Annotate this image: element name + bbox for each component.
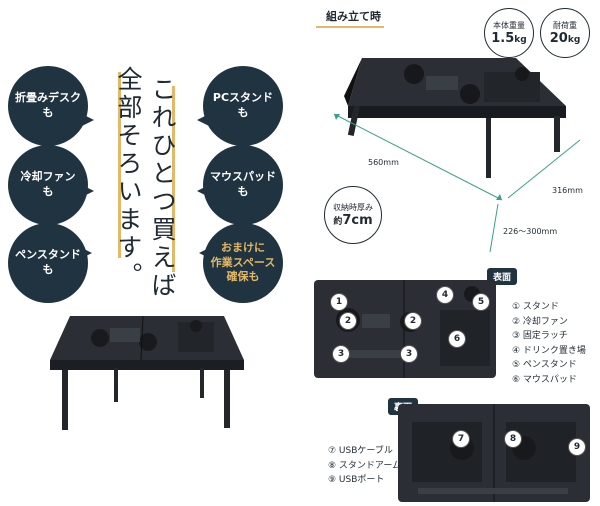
- load-unit: kg: [567, 35, 581, 45]
- top-badge-5: 5: [472, 293, 490, 311]
- top-view-tag: 表面: [487, 268, 518, 285]
- headline-column-1: これひとつ買えば: [148, 76, 177, 300]
- bubble-text: ペンスタンド: [15, 248, 81, 262]
- bubble-text: 冷却ファン: [20, 170, 76, 184]
- load-badge: 耐荷重 20kg: [540, 8, 590, 58]
- dim-depth: 316mm: [552, 186, 583, 195]
- table-photo-assembled: [333, 58, 581, 253]
- bubble-text: も: [237, 106, 249, 119]
- bubble-text: も: [237, 185, 249, 198]
- legend-item: ② 冷却ファン: [512, 316, 568, 327]
- load-value-wrap: 20kg: [550, 31, 581, 46]
- weight-unit: kg: [514, 35, 527, 45]
- bubble-text: PCスタンド: [212, 91, 274, 105]
- bubble-mouse-pad: マウスパッド も: [197, 145, 283, 225]
- load-label: 耐荷重: [553, 21, 577, 30]
- top-legend: ① スタンド ② 冷却ファン ③ 固定ラッチ ④ ドリンク置き場 ⑤ ペンスタン…: [512, 300, 586, 387]
- weight-value-wrap: 1.5kg: [491, 31, 526, 46]
- headline-column-2: 全部そろいます。: [114, 66, 143, 290]
- dim-width: 560mm: [368, 158, 399, 167]
- bubble-text: おまけに: [221, 240, 265, 254]
- bottom-badge-9: 9: [568, 438, 586, 456]
- bubble-text: マウスパッド: [210, 170, 276, 184]
- storage-label: 収納時厚み: [333, 203, 373, 212]
- table-bottom-view: [398, 404, 590, 502]
- top-badge-2: 2: [339, 312, 357, 330]
- top-badge-3b: 3: [400, 345, 418, 363]
- top-badge-6: 6: [448, 330, 466, 348]
- top-badge-1: 1: [330, 293, 348, 311]
- legend-item: ④ ドリンク置き場: [512, 345, 586, 356]
- bubble-cooling-fan: 冷却ファン も: [8, 145, 94, 225]
- storage-value: 7cm: [342, 213, 373, 228]
- weight-badge: 本体重量 1.5kg: [484, 8, 534, 58]
- assembled-title: 組み立て時: [326, 10, 381, 23]
- bubble-text: も: [42, 185, 54, 198]
- legend-item: ⑤ ペンスタンド: [512, 360, 577, 370]
- bottom-legend: ⑦ USBケーブル ⑧ スタンドアーム ⑨ USBポート: [328, 444, 401, 488]
- bottom-badge-8: 8: [504, 430, 522, 448]
- bubble-text: 確保も: [226, 270, 260, 284]
- legend-item: ⑥ マウスパッド: [512, 374, 577, 385]
- legend-item: ⑦ USBケーブル: [328, 446, 393, 456]
- headline-rule: [118, 72, 121, 258]
- legend-item: ⑨ USBポート: [328, 475, 385, 485]
- storage-value-wrap: 約7cm: [333, 213, 372, 228]
- legend-item: ③ 固定ラッチ: [512, 331, 568, 341]
- storage-thickness-badge: 収納時厚み 約7cm: [324, 186, 382, 244]
- legend-item: ① スタンド: [512, 302, 559, 312]
- load-value: 20: [549, 31, 568, 46]
- dim-height: 226〜300mm: [503, 227, 558, 236]
- title-underline: [316, 26, 384, 28]
- top-badge-2b: 2: [404, 312, 422, 330]
- storage-prefix: 約: [333, 217, 343, 227]
- headline-rule: [172, 86, 175, 272]
- bubble-pen-stand: ペンスタンド も: [8, 223, 92, 303]
- bubble-folding-desk: 折畳みデスク も: [8, 66, 94, 146]
- top-badge-4: 4: [436, 286, 454, 304]
- bubble-text: 作業スペース: [210, 255, 276, 269]
- weight-value: 1.5: [491, 31, 515, 46]
- bubble-text: も: [42, 106, 54, 119]
- bottom-badge-7: 7: [452, 430, 470, 448]
- table-photo-left: [50, 315, 244, 430]
- bubble-pc-stand: PCスタンド も: [197, 66, 283, 146]
- legend-item: ⑧ スタンドアーム: [328, 460, 402, 471]
- bubble-text: も: [42, 263, 54, 276]
- top-badge-3: 3: [332, 345, 350, 363]
- weight-label: 本体重量: [493, 21, 525, 30]
- bubble-text: 折畳みデスク: [15, 91, 81, 105]
- bubble-work-space: おまけに 作業スペース 確保も: [199, 223, 283, 303]
